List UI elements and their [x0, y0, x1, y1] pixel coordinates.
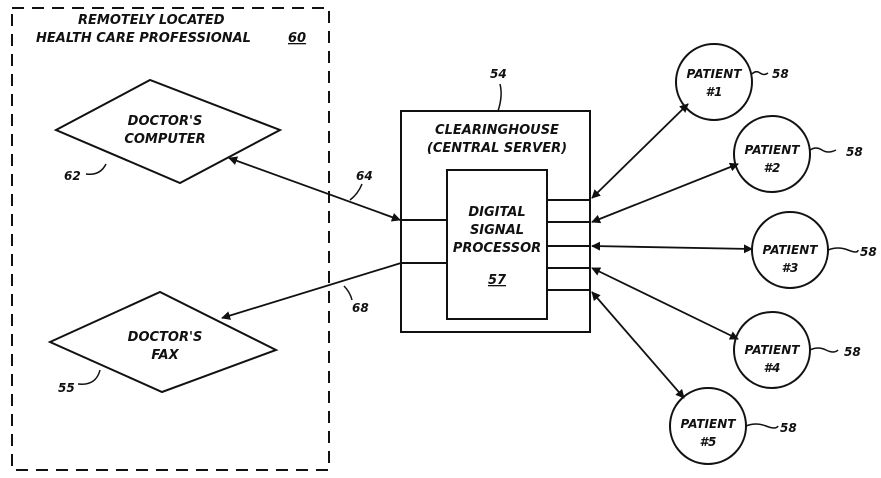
- doctor-computer-leader: [86, 164, 106, 174]
- doctor-computer-line2: COMPUTER: [124, 132, 205, 147]
- patient-1-leader: [752, 72, 768, 75]
- patient-5-link: [592, 292, 684, 398]
- patient-5-leader: [746, 424, 778, 428]
- patient-4-node: PATIENT #4 58: [734, 312, 861, 388]
- fax-link-ref: 68: [352, 301, 369, 315]
- patient-5-node: PATIENT #5 58: [670, 388, 797, 464]
- dsp-ref: 57: [488, 273, 507, 288]
- remote-professional-boundary: [12, 8, 329, 470]
- clearinghouse-leader: [498, 84, 501, 111]
- clearinghouse-ref: 54: [490, 67, 507, 81]
- computer-link-leader: [350, 184, 362, 200]
- clearinghouse-line2: (CENTRAL SERVER): [427, 141, 567, 156]
- patient-2-leader: [810, 148, 836, 152]
- patient-4-leader: [810, 348, 838, 352]
- patient-3-number: #3: [782, 261, 799, 275]
- patient-2-link: [592, 164, 738, 222]
- remote-title-line1: REMOTELY LOCATED: [78, 13, 225, 28]
- doctor-fax-line2: FAX: [151, 348, 179, 363]
- dsp-left-connections: [401, 220, 447, 263]
- patient-1-link: [592, 104, 688, 198]
- patient-3-ref: 58: [860, 245, 877, 259]
- dsp-line2: SIGNAL: [470, 223, 524, 238]
- patient-5-label: PATIENT: [681, 417, 737, 431]
- doctor-computer-line1: DOCTOR'S: [128, 114, 203, 129]
- patient-1-number: #1: [706, 85, 723, 99]
- remote-title-line2: HEALTH CARE PROFESSIONAL: [36, 31, 251, 46]
- patient-links: [592, 104, 752, 398]
- patient-5-ref: 58: [780, 421, 797, 435]
- patient-3-leader: [828, 248, 858, 252]
- doctor-fax-ref: 55: [58, 381, 75, 395]
- fax-link-leader: [344, 286, 352, 300]
- remote-ref: 60: [288, 31, 306, 46]
- patient-3-label: PATIENT: [763, 243, 819, 257]
- patient-1-ref: 58: [772, 67, 789, 81]
- patient-2-ref: 58: [846, 145, 863, 159]
- patient-3-node: PATIENT #3 58: [752, 212, 877, 288]
- patient-4-label: PATIENT: [745, 343, 801, 357]
- patient-3-link: [592, 246, 752, 249]
- doctor-computer-ref: 62: [64, 169, 81, 183]
- patient-2-number: #2: [764, 161, 781, 175]
- fax-link: [222, 263, 401, 318]
- patient-1-node: PATIENT #1 58: [676, 44, 789, 120]
- computer-link: [229, 158, 400, 220]
- patient-4-ref: 58: [844, 345, 861, 359]
- patient-4-link: [592, 268, 738, 339]
- dsp-line3: PROCESSOR: [453, 241, 541, 256]
- patient-5-number: #5: [700, 435, 717, 449]
- computer-link-ref: 64: [356, 169, 373, 183]
- patient-2-node: PATIENT #2 58: [734, 116, 863, 192]
- patient-1-label: PATIENT: [687, 67, 743, 81]
- dsp-line1: DIGITAL: [468, 205, 525, 220]
- clearinghouse-line1: CLEARINGHOUSE: [435, 123, 559, 138]
- patient-2-label: PATIENT: [745, 143, 801, 157]
- patient-4-number: #4: [764, 361, 781, 375]
- dsp-right-connections: [547, 200, 590, 290]
- doctor-fax-line1: DOCTOR'S: [128, 330, 203, 345]
- doctor-fax-leader: [78, 370, 100, 384]
